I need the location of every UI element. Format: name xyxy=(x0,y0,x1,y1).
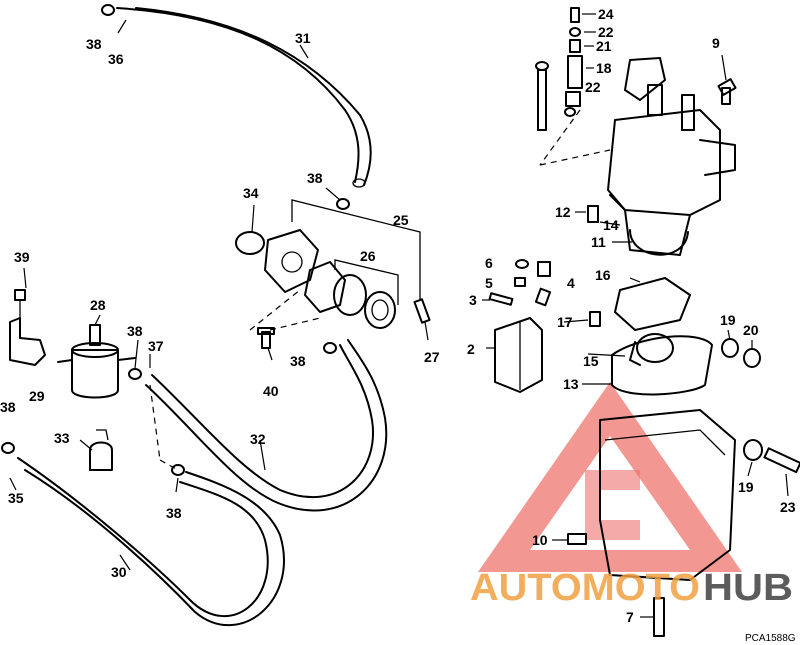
watermark-text-automoto: AUTOMOTO xyxy=(470,567,700,609)
figure-code: PCA1588G xyxy=(745,633,796,644)
label-12: 12 xyxy=(555,204,571,220)
label-20: 20 xyxy=(743,322,759,338)
label-13: 13 xyxy=(563,376,579,392)
label-37: 37 xyxy=(148,338,164,354)
label-17: 17 xyxy=(557,314,573,330)
label-21: 21 xyxy=(596,38,612,54)
watermark-inner-mark-icon xyxy=(585,470,640,540)
label-26: 26 xyxy=(360,248,376,264)
fuel-pump-assembly xyxy=(235,229,431,331)
label-39: 39 xyxy=(14,249,30,265)
label-38-top: 38 xyxy=(86,36,102,52)
washer-19-low xyxy=(743,439,763,461)
label-25: 25 xyxy=(393,212,409,228)
clamp-38-pump-top xyxy=(336,198,350,210)
label-22b: 22 xyxy=(585,79,601,95)
label-28: 28 xyxy=(90,297,106,313)
label-19-low: 19 xyxy=(738,479,754,495)
clamp-38-pump xyxy=(323,342,337,354)
label-10: 10 xyxy=(532,532,548,548)
label-36: 36 xyxy=(108,51,124,67)
washer-19-top xyxy=(721,338,739,358)
long-bolt xyxy=(535,61,549,131)
screw-9 xyxy=(717,78,737,105)
gasket-16 xyxy=(614,277,691,331)
label-38-pump-top: 38 xyxy=(307,170,323,186)
label-23: 23 xyxy=(780,499,796,515)
label-38-left: 38 xyxy=(0,399,16,415)
label-38-filter: 38 xyxy=(127,323,143,339)
label-14: 14 xyxy=(603,217,619,233)
label-40: 40 xyxy=(263,383,279,399)
leader-lines xyxy=(9,13,789,618)
regulator-15 xyxy=(629,333,674,366)
label-5: 5 xyxy=(485,275,493,291)
clamp-38-left xyxy=(1,442,15,454)
housing-block xyxy=(599,409,736,581)
label-7: 7 xyxy=(626,609,634,625)
label-15: 15 xyxy=(583,353,599,369)
label-24: 24 xyxy=(598,6,614,22)
label-35: 35 xyxy=(8,490,24,506)
hose-31 xyxy=(116,7,372,188)
gasket-34 xyxy=(235,231,265,255)
nut-20 xyxy=(743,348,761,368)
small-parts-3-6 xyxy=(488,259,552,307)
label-11: 11 xyxy=(591,234,606,250)
gasket-13 xyxy=(611,335,713,396)
label-30: 30 xyxy=(111,564,127,580)
injector-stack xyxy=(539,7,611,166)
label-18: 18 xyxy=(596,60,612,76)
label-16: 16 xyxy=(595,267,611,283)
fuel-filter xyxy=(57,324,136,399)
clamp-38-filter xyxy=(128,368,142,380)
watermark-text-hub: HUB xyxy=(703,567,793,609)
watermark-logo xyxy=(478,382,742,572)
sensor-2 xyxy=(494,317,543,393)
label-33: 33 xyxy=(54,430,70,446)
screw-12 xyxy=(587,205,599,223)
label-32: 32 xyxy=(250,431,266,447)
screw-10 xyxy=(567,533,587,545)
hose-32 xyxy=(145,339,388,512)
label-29: 29 xyxy=(29,388,45,404)
label-19-top: 19 xyxy=(720,312,736,328)
label-34: 34 xyxy=(243,185,259,201)
label-2: 2 xyxy=(467,341,475,357)
clamp-38-top xyxy=(101,4,115,16)
throttle-body xyxy=(607,57,736,256)
label-9: 9 xyxy=(712,35,720,51)
bolt-23 xyxy=(763,447,800,474)
screw-40 xyxy=(257,327,275,349)
label-38-pump: 38 xyxy=(290,353,306,369)
label-4: 4 xyxy=(567,275,575,291)
part-labels: 24 22 21 18 22 9 31 38 36 34 38 25 26 12… xyxy=(0,6,796,625)
screw-17 xyxy=(589,311,601,327)
clamp-38-lower xyxy=(171,464,185,476)
label-22a: 22 xyxy=(598,24,614,40)
label-6: 6 xyxy=(485,255,493,271)
label-38-lower: 38 xyxy=(166,505,182,521)
label-31: 31 xyxy=(295,30,311,46)
hose-30 xyxy=(17,457,285,627)
watermark-triangle-icon xyxy=(478,382,742,572)
label-27: 27 xyxy=(424,349,440,365)
bracket-clip xyxy=(9,289,46,366)
hose-clamp-33 xyxy=(89,429,113,471)
label-3: 3 xyxy=(469,292,477,308)
